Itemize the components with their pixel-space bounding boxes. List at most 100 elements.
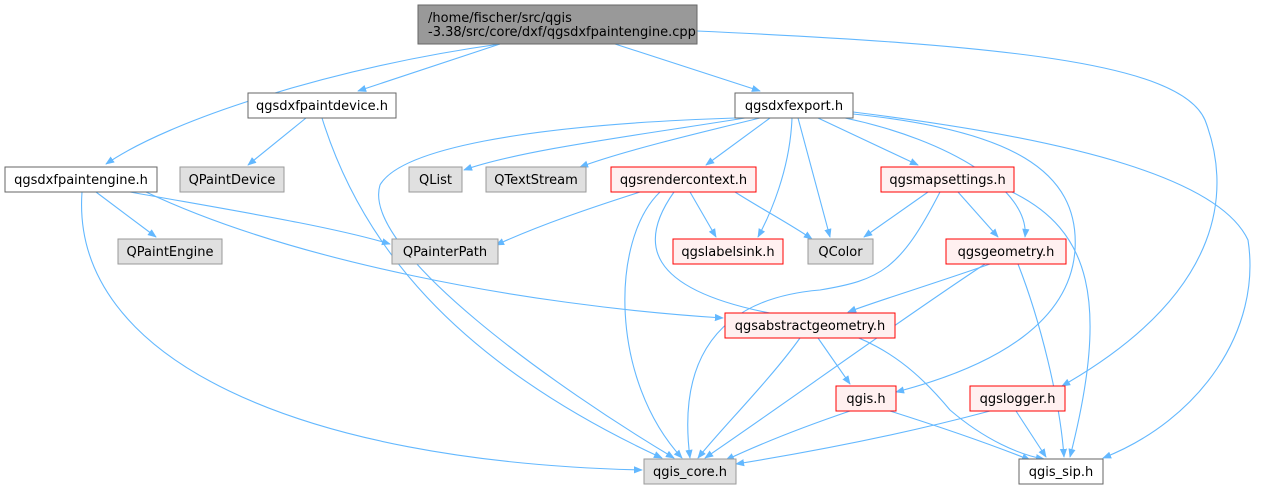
edge-line <box>614 43 761 92</box>
node-box <box>391 238 499 265</box>
node-label: qgis_core.h <box>653 465 727 480</box>
edge-qgis-to-qgis_core <box>725 410 851 461</box>
node-box <box>408 166 463 193</box>
edge-qgsrendercontext-to-qgis_core <box>624 191 683 459</box>
node-label: qgsdxfpaintengine.h <box>14 173 148 188</box>
edge-line <box>757 117 793 238</box>
edge-line <box>95 191 157 238</box>
node-QTextStream[interactable]: QTextStream <box>485 166 587 193</box>
edge-qgsgeometry-to-qgis_core <box>704 263 986 459</box>
node-qgis_core[interactable]: qgis_core.h <box>643 458 737 485</box>
node-box <box>945 238 1067 265</box>
node-box <box>672 238 784 265</box>
node-label: qgsdxfexport.h <box>745 99 843 114</box>
edge-line <box>817 117 919 166</box>
edge-line <box>1015 410 1047 458</box>
node-QColor[interactable]: QColor <box>807 238 874 265</box>
node-label: qgsrendercontext.h <box>620 173 747 188</box>
node-root[interactable]: /home/fischer/src/qgis-3.38/src/core/dxf… <box>417 4 698 45</box>
node-box <box>880 166 1015 193</box>
node-label: QColor <box>818 245 863 260</box>
node-box <box>1018 458 1104 485</box>
edge-qgsdxfpaintengine-to-QPaintEngine <box>95 191 157 238</box>
node-box <box>835 385 897 412</box>
node-box <box>734 92 854 119</box>
edge-qgslogger-to-qgis_sip <box>1015 410 1047 458</box>
edge-qgsdxfexport-to-QTextStream <box>579 117 761 168</box>
edge-line <box>579 117 761 168</box>
edge-qgsgeometry-to-qgsabstractgeometry <box>847 263 991 313</box>
edge-qgsdxfexport-to-qgslabelsink <box>757 117 793 238</box>
edge-qgsrendercontext-to-qgslabelsink <box>689 191 717 238</box>
edge-line <box>624 191 683 459</box>
node-box <box>643 458 737 485</box>
node-label: qgsgeometry.h <box>958 245 1055 260</box>
edge-qgsdxfpaintdevice-to-qgis_core <box>321 117 663 459</box>
node-label: qgsabstractgeometry.h <box>735 319 885 334</box>
nodes-layer: /home/fischer/src/qgis-3.38/src/core/dxf… <box>4 4 1104 485</box>
node-qgsdxfexport[interactable]: qgsdxfexport.h <box>734 92 854 119</box>
node-QPaintEngine[interactable]: QPaintEngine <box>117 238 223 265</box>
node-label: -3.38/src/core/dxf/qgsdxfpaintengine.cpp <box>428 25 696 40</box>
edge-qgsrendercontext-to-QColor <box>734 191 813 240</box>
node-label: qgsdxfpaintdevice.h <box>256 99 388 114</box>
edge-qgsmapsettings-to-QColor <box>863 191 929 238</box>
node-qgis_sip[interactable]: qgis_sip.h <box>1018 458 1104 485</box>
node-label: qgis_sip.h <box>1029 465 1093 480</box>
edge-qgsdxfexport-to-qgis_core <box>378 117 736 459</box>
edge-line <box>847 263 991 313</box>
node-qgsgeometry[interactable]: qgsgeometry.h <box>945 238 1067 265</box>
edge-line <box>863 191 929 238</box>
edge-line <box>463 117 746 171</box>
edge-line <box>495 191 641 246</box>
edge-qgsdxfexport-to-QColor <box>797 117 832 238</box>
node-label: qgsmapsettings.h <box>889 173 1005 188</box>
edge-qgsdxfpaintdevice-to-QPaintDevice <box>247 117 307 166</box>
node-qgsdxfpaintengine[interactable]: qgsdxfpaintengine.h <box>4 166 158 193</box>
node-label: QTextStream <box>494 173 578 188</box>
node-QList[interactable]: QList <box>408 166 463 193</box>
node-qgsmapsettings[interactable]: qgsmapsettings.h <box>880 166 1015 193</box>
node-qgis[interactable]: qgis.h <box>835 385 897 412</box>
node-QPaintDevice[interactable]: QPaintDevice <box>179 166 285 193</box>
edge-line <box>957 191 999 238</box>
node-box <box>117 238 223 265</box>
edge-qgsabstractgeometry-to-qgis_core <box>697 337 801 459</box>
node-qgsrendercontext[interactable]: qgsrendercontext.h <box>610 166 757 193</box>
edge-line <box>378 117 736 459</box>
edge-line <box>696 30 1218 387</box>
edge-line <box>704 263 986 459</box>
node-box <box>807 238 874 265</box>
node-box <box>610 166 757 193</box>
node-qgslabelsink[interactable]: qgslabelsink.h <box>672 238 784 265</box>
node-label: QPainterPath <box>403 245 487 260</box>
edge-root-to-qgsdxfpaintdevice <box>357 43 501 92</box>
edge-root-to-qgslogger <box>696 30 1218 387</box>
node-qgsabstractgeometry[interactable]: qgsabstractgeometry.h <box>724 312 896 339</box>
node-box <box>179 166 285 193</box>
edge-qgis-to-qgis_sip <box>889 410 1031 461</box>
node-box <box>724 312 896 339</box>
edge-qgsdxfpaintengine-to-QPainterPath <box>129 191 391 246</box>
node-box <box>4 166 158 193</box>
edge-qgsmapsettings-to-qgis_sip <box>1011 191 1091 458</box>
node-qgsdxfpaintdevice[interactable]: qgsdxfpaintdevice.h <box>247 92 397 119</box>
edge-qgsgeometry-to-qgis_sip <box>1017 263 1068 458</box>
edge-qgsdxfexport-to-qgsrendercontext <box>705 117 771 166</box>
edge-qgsdxfexport-to-qgis_sip <box>852 111 1251 459</box>
edge-line <box>889 410 1031 461</box>
node-label: qgslabelsink.h <box>681 245 774 260</box>
edge-qgsabstractgeometry-to-qgis <box>817 337 851 385</box>
edge-line <box>129 191 391 246</box>
edge-line <box>321 117 663 459</box>
edge-qgsdxfexport-to-QList <box>463 117 746 171</box>
edge-line <box>735 410 991 467</box>
node-label: QPaintDevice <box>189 173 276 188</box>
node-qgslogger[interactable]: qgslogger.h <box>969 385 1066 412</box>
edge-line <box>81 191 643 474</box>
edge-line <box>852 111 1251 459</box>
edge-line <box>1017 263 1068 458</box>
node-box <box>485 166 587 193</box>
node-QPainterPath[interactable]: QPainterPath <box>391 238 499 265</box>
